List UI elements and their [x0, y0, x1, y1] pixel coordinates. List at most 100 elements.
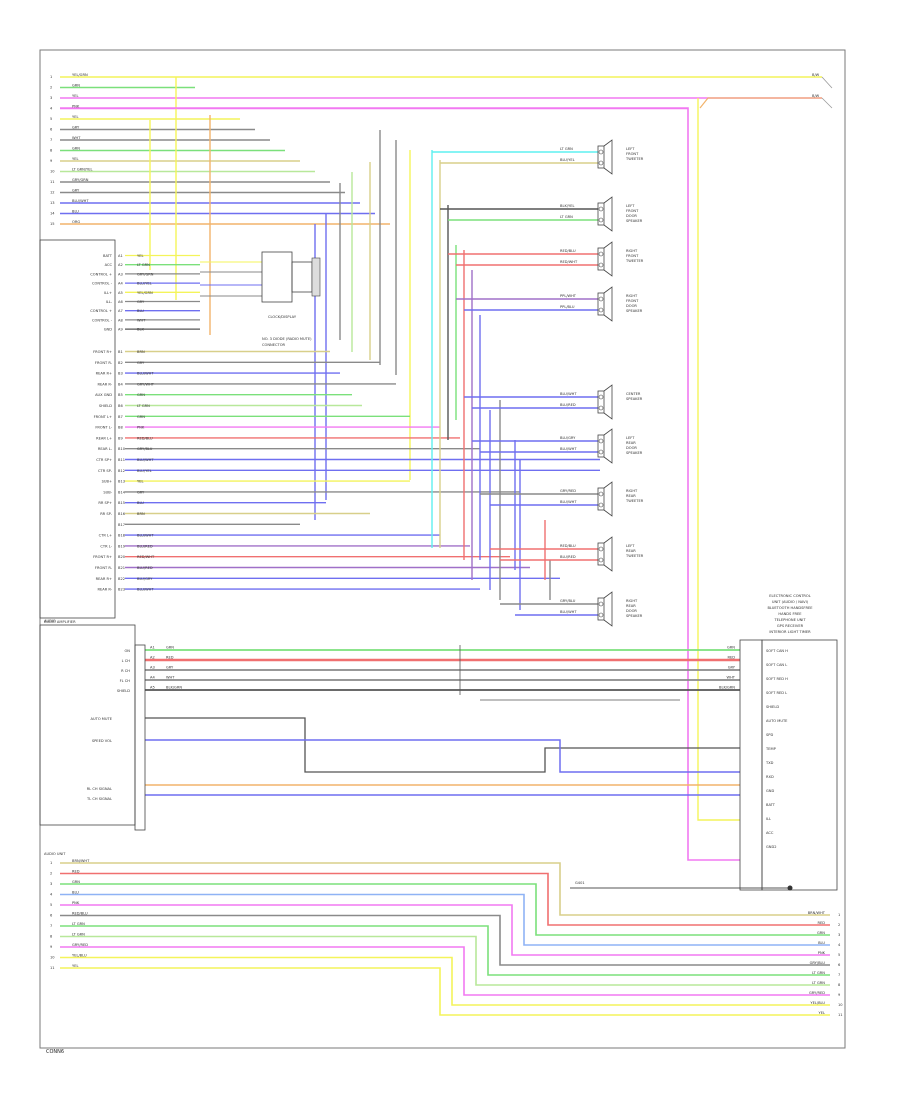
top-wire-pin: 12: [50, 191, 55, 195]
speaker-symbol: [597, 241, 613, 277]
top-wire-label: GRN: [72, 147, 80, 151]
top-wire-pin: 4: [50, 107, 53, 111]
bottom-wire-label: LT GRN: [72, 922, 85, 926]
speaker-name: REAR: [626, 604, 636, 608]
speaker-symbol: [597, 591, 613, 627]
speaker-name: SPEAKER: [626, 309, 643, 313]
radio-wire-name: RED/BLU: [137, 436, 153, 440]
radio-pin-id: B17: [118, 523, 125, 527]
radio-wire-name: GRY: [137, 300, 145, 304]
bottom-wire-pin: 5: [50, 903, 52, 907]
radio-wire-name: BLU/RED: [137, 566, 153, 570]
speaker-name: SPEAKER: [626, 219, 643, 223]
radio-pin-label: FRONT R+: [93, 555, 112, 559]
speaker-name: SPEAKER: [626, 451, 643, 455]
radio-wire-name: GRN: [137, 415, 145, 419]
radio-pin-id: A1: [118, 254, 123, 258]
bottom-wire-right-label: RED: [817, 921, 825, 925]
top-wire-right-label: B/W: [812, 94, 820, 98]
bottom-wire-pin: 6: [50, 914, 53, 918]
speaker-wire-label: RED/BLU: [560, 544, 576, 548]
display-box: [261, 251, 293, 303]
bottom-wire-label: PNK: [72, 901, 80, 905]
bottom-wire-right-pin: 8: [838, 983, 841, 987]
top-wire-label: GRY: [72, 126, 80, 130]
radio-pin-id: A6: [118, 300, 123, 304]
speaker-body: [597, 434, 605, 458]
top-wire-pin: 2: [50, 86, 52, 90]
radio-pin-id: B2: [118, 361, 123, 365]
radio-pin-label: CTR SP-: [98, 469, 113, 473]
radio-pin-label: FRONT L+: [94, 415, 112, 419]
speaker-name: LEFT: [626, 544, 635, 548]
radio-wire-name: BLU/RED: [137, 544, 153, 548]
bottom-wire: [60, 883, 830, 936]
control-unit-connector: [739, 639, 763, 891]
bottom-wire-label: YEL: [72, 964, 78, 968]
bottom-wire-label: RED: [72, 870, 80, 874]
top-wire-label: PNK: [72, 105, 80, 109]
bottom-wire: [60, 893, 830, 946]
radio-wire-name: YEL/GRN: [137, 291, 153, 295]
speaker-cone: [603, 428, 613, 464]
amp-input-label: L CH: [122, 659, 131, 663]
radio-pin-id: B1: [118, 350, 123, 354]
bottom-wire-pin: 1: [50, 861, 52, 865]
radio-pin-id: B3: [118, 372, 123, 376]
control-unit-pin: RXD: [766, 775, 774, 779]
radio-pin-id: B23: [118, 588, 125, 592]
bottom-wire: [60, 862, 830, 916]
radio-pin-label: GND: [104, 328, 112, 332]
control-unit-title: GPS RECEIVER: [777, 624, 804, 628]
speaker-name: LEFT: [626, 436, 635, 440]
bottom-wire-right-pin: 5: [838, 953, 840, 957]
radio-pin-label: REAR L-: [98, 447, 113, 451]
bottom-wire-right-label: YEL/BLU: [810, 1001, 825, 1005]
speaker-symbol: [597, 139, 613, 175]
bottom-wire-right-pin: 9: [838, 993, 841, 997]
speaker-name: DOOR: [626, 446, 637, 450]
speaker-body: [597, 487, 605, 511]
amp-input-label: R CH: [121, 669, 130, 673]
bottom-wire-right-label: GRY/BLU: [810, 961, 826, 965]
radio-pin-label: ILL-: [106, 300, 113, 304]
bottom-wire-right-pin: 7: [838, 973, 840, 977]
speaker-wire-label: PPL/BLU: [560, 305, 575, 309]
amplifier-title: AUDIO AMPLIFIER: [44, 620, 76, 624]
radio-pin-id: B11: [118, 458, 125, 462]
corner-tag: CONN6: [46, 1049, 64, 1055]
control-unit-title: BLUETOOTH HANDSFREE: [767, 606, 813, 610]
top-wire-pin: 7: [50, 138, 52, 142]
radio-pin-id: A3: [118, 272, 123, 276]
radio-pin-id: B6: [118, 404, 123, 408]
top-wire-pin: 8: [50, 149, 53, 153]
speaker-cone: [603, 536, 613, 572]
radio-wire-name: BLU: [137, 309, 144, 313]
speaker-symbol: [597, 286, 613, 322]
speaker-wire-label: RED/BLU: [560, 249, 576, 253]
radio-pin-label: FRONT R+: [93, 350, 112, 354]
top-wire-pin: 11: [50, 180, 55, 184]
bottom-wire-label: RED/BLU: [72, 912, 88, 916]
ground-point: [787, 885, 793, 891]
top-wire-label: YEL: [72, 157, 78, 161]
radio-pin-id: B9: [118, 436, 123, 440]
amp-wire-name: WHT: [166, 676, 175, 680]
speaker-wire-label: BLU/YEL: [560, 158, 575, 162]
speaker-body: [597, 542, 605, 566]
bottom-wire-label: BLU: [72, 891, 79, 895]
radio-pin-id: B14: [118, 490, 126, 494]
bottom-wire: [60, 904, 830, 956]
speaker-wire-label: BLU/RED: [560, 555, 576, 559]
radio-pin-id: A8: [118, 318, 123, 322]
speaker-terminal: [598, 491, 604, 497]
speaker-name: DOOR: [626, 304, 637, 308]
top-wire-pin: 14: [50, 212, 55, 216]
speaker-wire-label: RED/WHT: [560, 260, 578, 264]
speaker-wire-label: GRY/RED: [560, 489, 576, 493]
bottom-wire-pin: 8: [50, 935, 53, 939]
amp-lower-label: AUTO MUTE: [91, 717, 113, 721]
top-wire-label: GRN: [72, 84, 80, 88]
bottom-wire-pin: 11: [50, 966, 55, 970]
radio-wire-name: BLU/WHT: [137, 372, 154, 376]
